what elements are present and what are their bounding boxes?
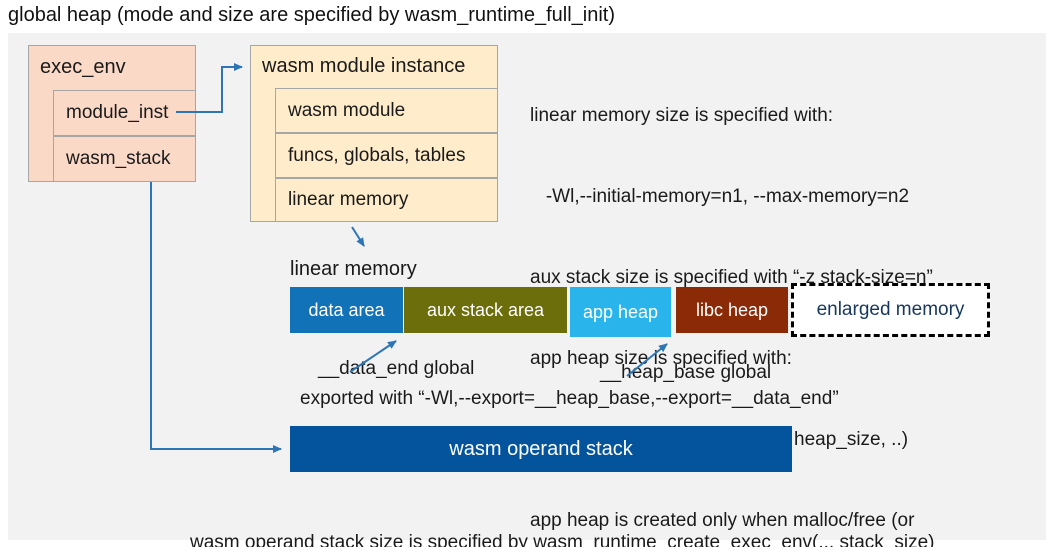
page-title: global heap (mode and size are specified… bbox=[8, 4, 615, 26]
annotation-data-end: __data_end global bbox=[318, 358, 475, 379]
memory-segment-libc-heap: libc heap bbox=[676, 287, 788, 333]
exec-env-title: exec_env bbox=[40, 56, 126, 78]
note-line: aux stack size is specified with “-z sta… bbox=[530, 267, 933, 288]
memory-segment-data-area: data area bbox=[290, 287, 403, 333]
memory-segment-enlarged-memory: enlarged memory bbox=[791, 283, 990, 337]
annotation-exported: exported with “-Wl,--export=__heap_base,… bbox=[300, 388, 839, 409]
exec-env-row-wasm-stack: wasm_stack bbox=[53, 136, 196, 182]
module-instance-row-funcs-globals-tables: funcs, globals, tables bbox=[275, 133, 498, 178]
notes-right: linear memory size is specified with: -W… bbox=[530, 48, 1045, 547]
exec-env-row-module-inst: module_inst bbox=[53, 90, 196, 136]
note-line: -Wl,--initial-memory=n1, --max-memory=n2 bbox=[530, 186, 910, 207]
memory-segment-app-heap: app heap bbox=[570, 287, 671, 337]
note-line: linear memory size is specified with: bbox=[530, 105, 834, 126]
linear-memory-label: linear memory bbox=[290, 258, 417, 280]
operand-stack-box: wasm operand stack bbox=[290, 426, 792, 472]
note-line: app heap is created only when malloc/fre… bbox=[530, 510, 915, 531]
note-line: wasm operand stack size is specified by … bbox=[190, 532, 935, 547]
module-instance-row-wasm-module: wasm module bbox=[275, 88, 498, 133]
notes-bottom: wasm operand stack size is specified by … bbox=[190, 478, 1050, 547]
memory-segment-aux-stack-area: aux stack area bbox=[404, 287, 567, 333]
module-instance-row-linear-memory: linear memory bbox=[275, 178, 498, 222]
annotation-heap-base: __heap_base global bbox=[600, 362, 772, 383]
module-instance-title: wasm module instance bbox=[262, 55, 466, 77]
